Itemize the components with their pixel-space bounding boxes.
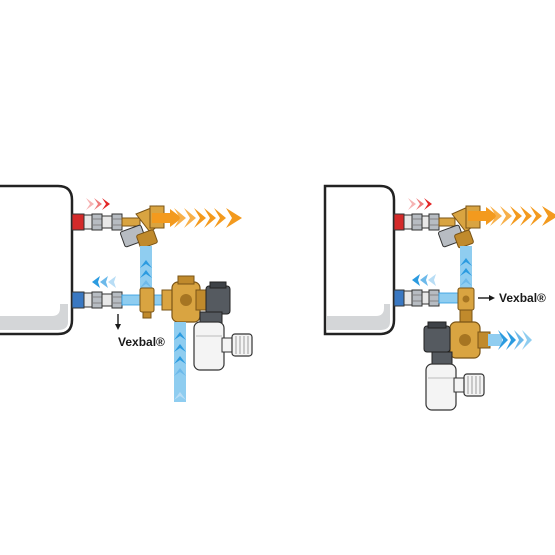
cold-outflow-arrow-right [488, 330, 532, 350]
vexbal-label-left: Vexbal® [118, 335, 165, 349]
drain-siphon [193, 311, 253, 371]
cold-inlet-fitting-right [393, 289, 462, 307]
hot-brass-valve [119, 205, 167, 249]
hot-outflow-arrow [152, 208, 242, 228]
hot-inlet-fitting-right [393, 213, 456, 231]
cold-supply-pipe [174, 322, 186, 402]
vexbal-pointer-head [115, 324, 121, 330]
hot-inlet-red-arrows [86, 198, 110, 210]
hot-outflow-arrow-right [468, 206, 555, 226]
right-diagram: Vexbal® [323, 184, 555, 411]
cold-supply-chevrons [174, 332, 186, 400]
cold-return-arrows-right [412, 274, 436, 286]
vexbal-pointer-head-right [489, 295, 495, 301]
safety-group-valve-right [423, 309, 491, 359]
drain-siphon-right [425, 351, 485, 411]
water-heater-tank-right [323, 184, 396, 336]
water-heater-tank [0, 184, 74, 336]
safety-group-valve [161, 275, 231, 323]
vexbal-valve [139, 287, 155, 319]
vexbal-label-right: Vexbal® [499, 291, 546, 305]
hot-inlet-red-arrows-right [408, 198, 432, 210]
cold-return-arrows [92, 276, 116, 288]
vexbal-valve-right [457, 287, 475, 311]
vertical-cold-chevrons-right [460, 258, 472, 286]
vertical-cold-chevrons [140, 260, 152, 288]
hot-inlet-fitting [71, 213, 141, 231]
left-diagram: Vexbal® [0, 184, 253, 402]
